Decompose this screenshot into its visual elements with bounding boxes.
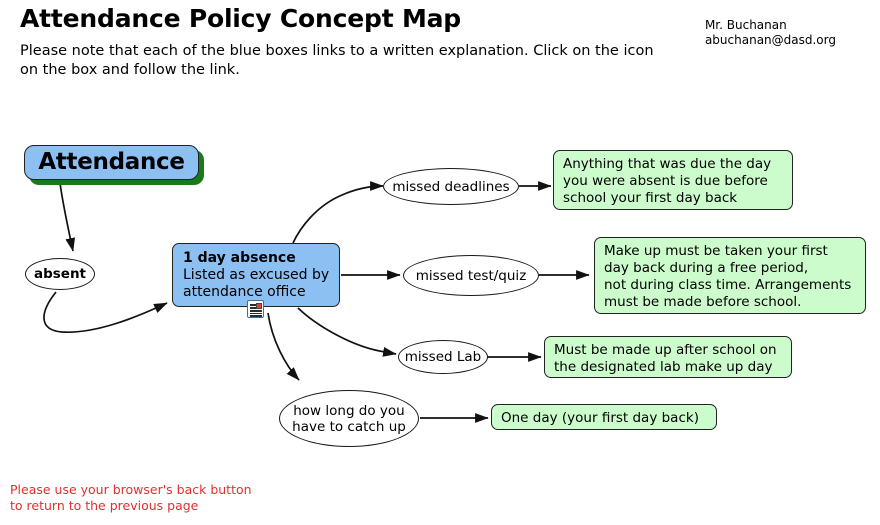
node-how-long-to-catch-up[interactable]: how long do you have to catch up	[279, 390, 419, 447]
node-missed-lab-label: missed Lab	[404, 349, 482, 365]
note-line: you were absent is due before	[563, 173, 768, 189]
node-missed-test-quiz[interactable]: missed test/quiz	[403, 255, 539, 296]
note-missed-lab: Must be made up after school on the desi…	[544, 336, 792, 378]
note-missed-test-quiz: Make up must be taken your first day bac…	[594, 237, 866, 314]
note-line: school your first day back	[563, 190, 738, 206]
node-absent[interactable]: absent	[25, 258, 95, 290]
note-line: the designated lab make up day	[554, 359, 773, 375]
node-missed-lab[interactable]: missed Lab	[398, 340, 488, 374]
contact-email: abuchanan@dasd.org	[704, 33, 836, 47]
node-attendance[interactable]: Attendance	[24, 145, 199, 180]
node-how-long-line-1: how long do you	[293, 402, 405, 419]
intro-paragraph: Please note that each of the blue boxes …	[20, 43, 654, 78]
edge-onedayabsence-to-missed-deadlines	[292, 181, 384, 244]
document-link-icon[interactable]	[247, 300, 264, 318]
node-missed-test-quiz-label: missed test/quiz	[415, 267, 527, 284]
note-line: Make up must be taken your first	[604, 243, 828, 259]
edge-onedayabsence-to-how-long	[267, 312, 300, 381]
node-absent-label: absent	[33, 266, 87, 282]
icon-thumbnail	[255, 302, 262, 309]
note-missed-deadlines: Anything that was due the day you were a…	[553, 150, 793, 210]
note-how-long-to-catch-up: One day (your first day back)	[491, 404, 717, 430]
node-missed-deadlines[interactable]: missed deadlines	[383, 168, 519, 205]
note-line: One day (your first day back)	[501, 410, 699, 426]
contact-block: Mr. Buchanan abuchanan@dasd.org	[705, 18, 836, 48]
node-attendance-label: Attendance	[38, 149, 185, 175]
edge-absent-to-one-day	[43, 291, 168, 333]
node-one-day-absence-title: 1 day absence	[183, 250, 296, 266]
note-line: Must be made up after school on	[554, 342, 777, 358]
node-one-day-absence[interactable]: 1 day absence Listed as excused by atten…	[172, 243, 340, 307]
node-missed-deadlines-label: missed deadlines	[392, 178, 510, 195]
edge-attendance-to-absent	[59, 182, 76, 252]
note-line: day back during a free period,	[604, 260, 809, 276]
page-title: Attendance Policy Concept Map	[20, 4, 461, 33]
note-line: must be made before school.	[604, 294, 802, 310]
back-button-note: Please use your browser's back button to…	[10, 482, 252, 513]
node-how-long-line-2: have to catch up	[292, 418, 406, 435]
edge-onedayabsence-to-missed-lab	[297, 307, 397, 357]
contact-name: Mr. Buchanan	[704, 18, 787, 32]
note-line: Anything that was due the day	[563, 156, 772, 172]
note-line: not during class time. Arrangements	[604, 277, 852, 293]
node-one-day-absence-subtitle-2: attendance office	[183, 284, 306, 300]
node-one-day-absence-subtitle-1: Listed as excused by	[183, 267, 330, 283]
